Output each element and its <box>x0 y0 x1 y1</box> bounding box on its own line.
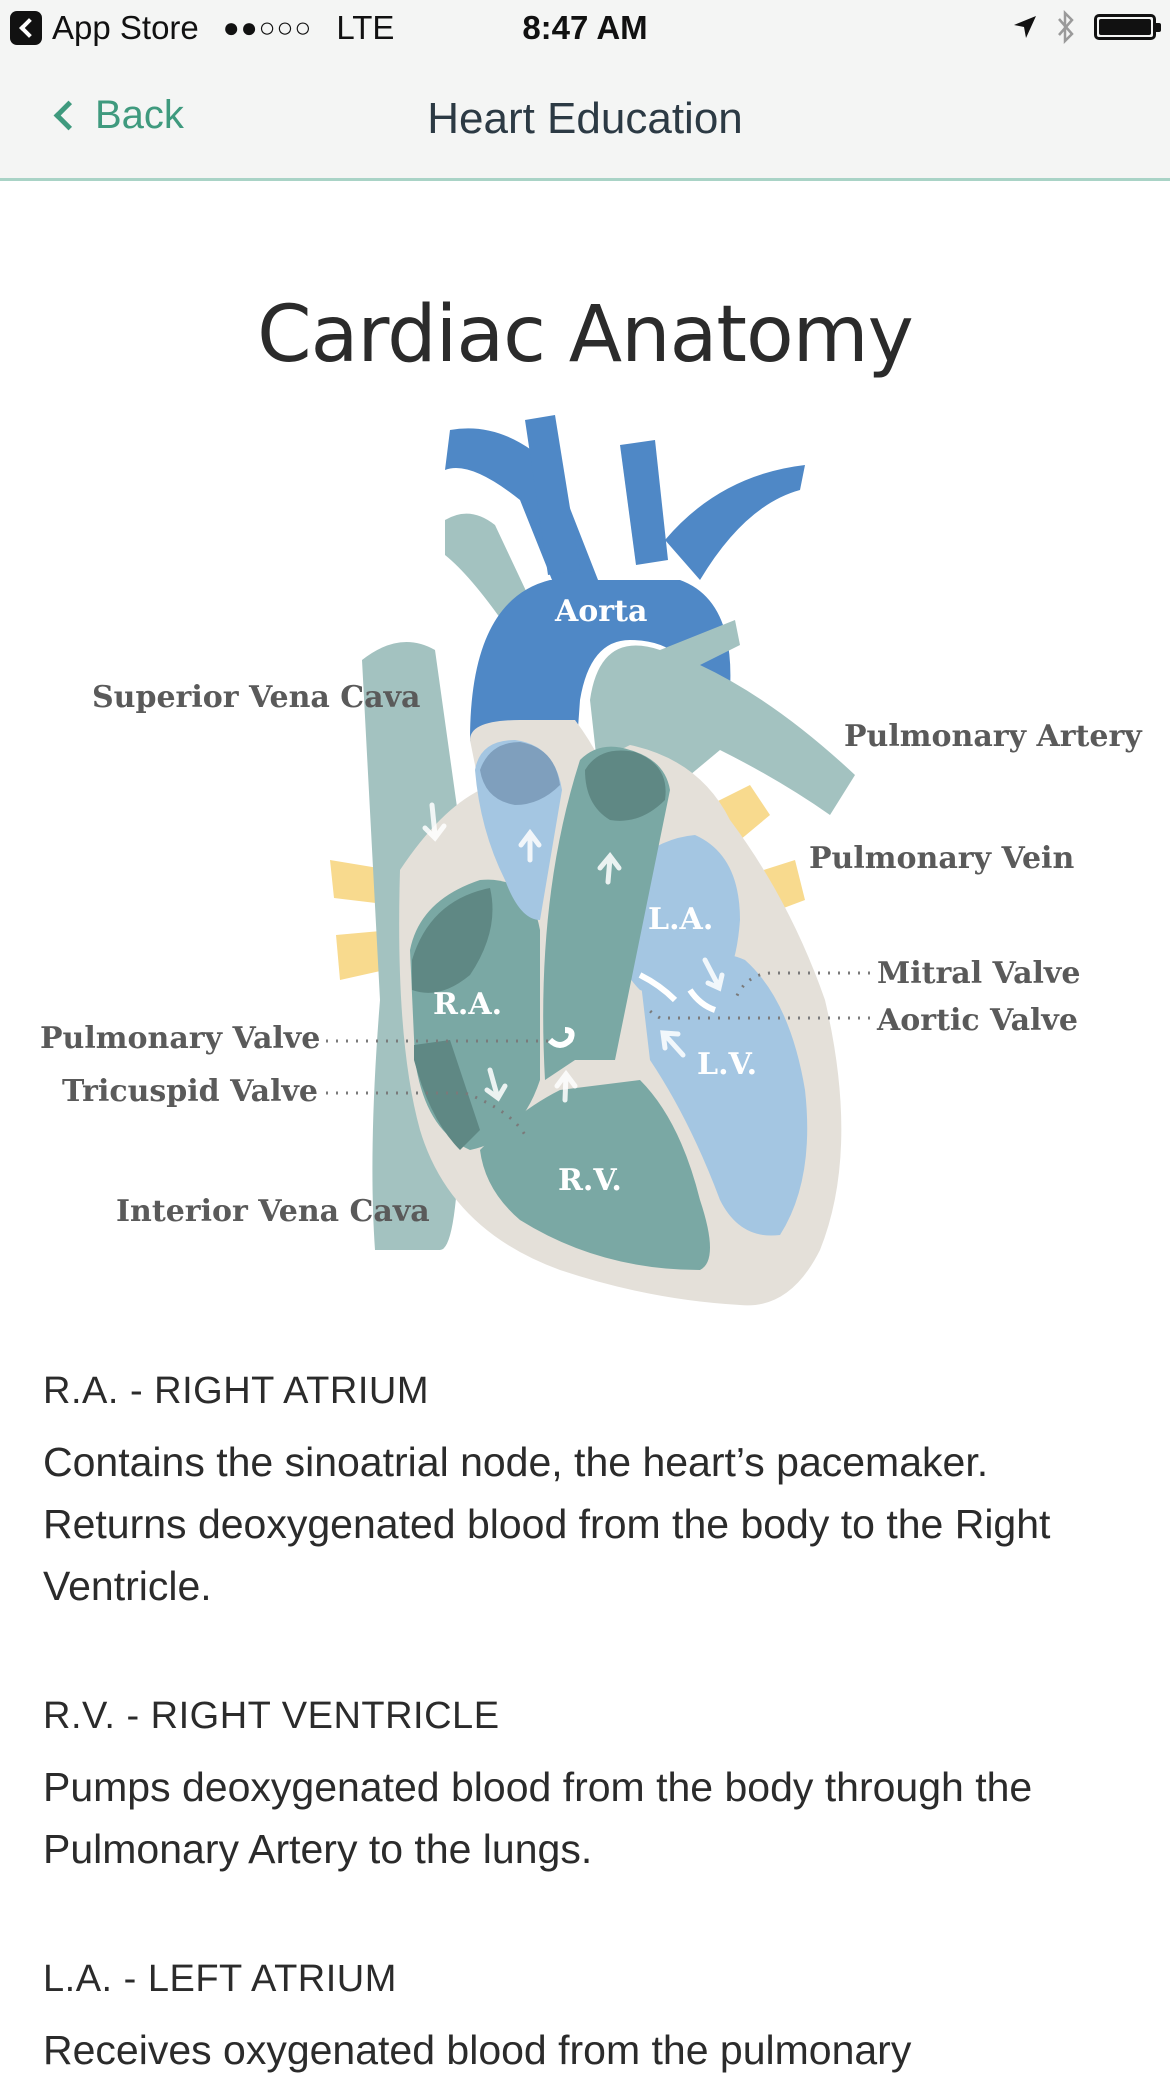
aorta-root-top <box>480 742 560 805</box>
status-bar: App Store ●●○○○ LTE 8:47 AM <box>0 0 1170 58</box>
back-button-label: Back <box>95 93 184 137</box>
chamber-descriptions: R.A. - RIGHT ATRIUM Contains the sinoatr… <box>43 1370 1133 2080</box>
signal-strength: ●●○○○ <box>222 12 313 43</box>
pulmonary-trunk <box>543 746 670 1080</box>
label-aortic-valve: Aortic Valve <box>876 1003 1078 1038</box>
mitral-valve-shape <box>638 972 717 1013</box>
section-right-atrium: R.A. - RIGHT ATRIUM Contains the sinoatr… <box>43 1370 1133 1617</box>
network-type: LTE <box>336 9 395 46</box>
arrow-rv <box>554 1069 578 1103</box>
section-heading: L.A. - LEFT ATRIUM <box>43 1958 397 2000</box>
navigation-bar: Back Heart Education <box>0 58 1170 181</box>
arrow-trunk <box>597 851 622 885</box>
tricuspid-shade <box>414 1040 480 1150</box>
label-superior-vena-cava: Superior Vena Cava <box>92 680 421 715</box>
heart-diagram: Superior Vena Cava Pulmonary Artery Pulm… <box>40 415 1143 1306</box>
status-time: 8:47 AM <box>522 9 648 46</box>
label-mitral-valve: Mitral Valve <box>877 956 1080 991</box>
bluetooth-icon <box>1056 10 1076 44</box>
section-right-ventricle: R.V. - RIGHT VENTRICLE Pumps deoxygenate… <box>43 1695 1133 1880</box>
page-title: Cardiac Anatomy <box>257 290 914 380</box>
battery-icon <box>1094 14 1161 40</box>
leader-lines <box>326 971 870 1136</box>
section-heading: R.A. - RIGHT ATRIUM <box>43 1370 429 1412</box>
label-rv: R.V. <box>558 1163 622 1198</box>
label-la: L.A. <box>648 902 713 937</box>
right-atrium-shade <box>412 888 493 993</box>
section-body: Pumps deoxygenated blood from the body t… <box>43 1764 1033 1872</box>
section-heading: R.V. - RIGHT VENTRICLE <box>43 1695 500 1737</box>
flow-arrows <box>422 802 725 1103</box>
back-button[interactable]: Back <box>50 93 184 138</box>
status-left: App Store ●●○○○ LTE <box>10 9 394 47</box>
pulmonary-valve-shape <box>547 1027 575 1048</box>
aorta-branch-middle <box>525 415 580 575</box>
section-body: Contains the sinoatrial node, the heart’… <box>43 1439 1051 1609</box>
left-ventricle <box>640 952 808 1236</box>
leader-aortic <box>643 1005 870 1020</box>
label-pulmonary-valve: Pulmonary Valve <box>40 1021 320 1056</box>
pulmonary-trunk-top <box>585 750 666 821</box>
label-tricuspid-valve: Tricuspid Valve <box>62 1074 318 1109</box>
label-ra: R.A. <box>433 987 502 1022</box>
label-interior-vena-cava: Interior Vena Cava <box>116 1194 430 1229</box>
section-left-atrium: L.A. - LEFT ATRIUM Receives oxygenated b… <box>43 1958 1133 2080</box>
section-body: Receives oxygenated blood from the pulmo… <box>43 2027 912 2073</box>
label-lv: L.V. <box>697 1047 757 1082</box>
arrow-ra <box>484 1067 508 1102</box>
arrow-svc <box>422 802 447 842</box>
app-back-icon[interactable] <box>10 11 42 45</box>
label-pulmonary-artery: Pulmonary Artery <box>844 719 1143 754</box>
arrow-aorta-root <box>518 828 542 863</box>
leader-mitral <box>733 971 870 1001</box>
aorta-branch-far-right <box>665 465 805 580</box>
right-ventricle <box>480 1080 710 1270</box>
back-to-app-label[interactable]: App Store <box>52 9 199 46</box>
arrow-la <box>702 957 725 992</box>
status-right <box>1012 10 1161 44</box>
nav-title: Heart Education <box>427 94 743 143</box>
location-arrow-icon <box>1012 14 1038 40</box>
label-pulmonary-vein: Pulmonary Vein <box>809 841 1074 876</box>
aorta-branch-right <box>620 440 668 565</box>
aorta-branch-back <box>445 513 535 625</box>
label-aorta: Aorta <box>554 594 647 629</box>
arrow-lv <box>660 1030 686 1058</box>
